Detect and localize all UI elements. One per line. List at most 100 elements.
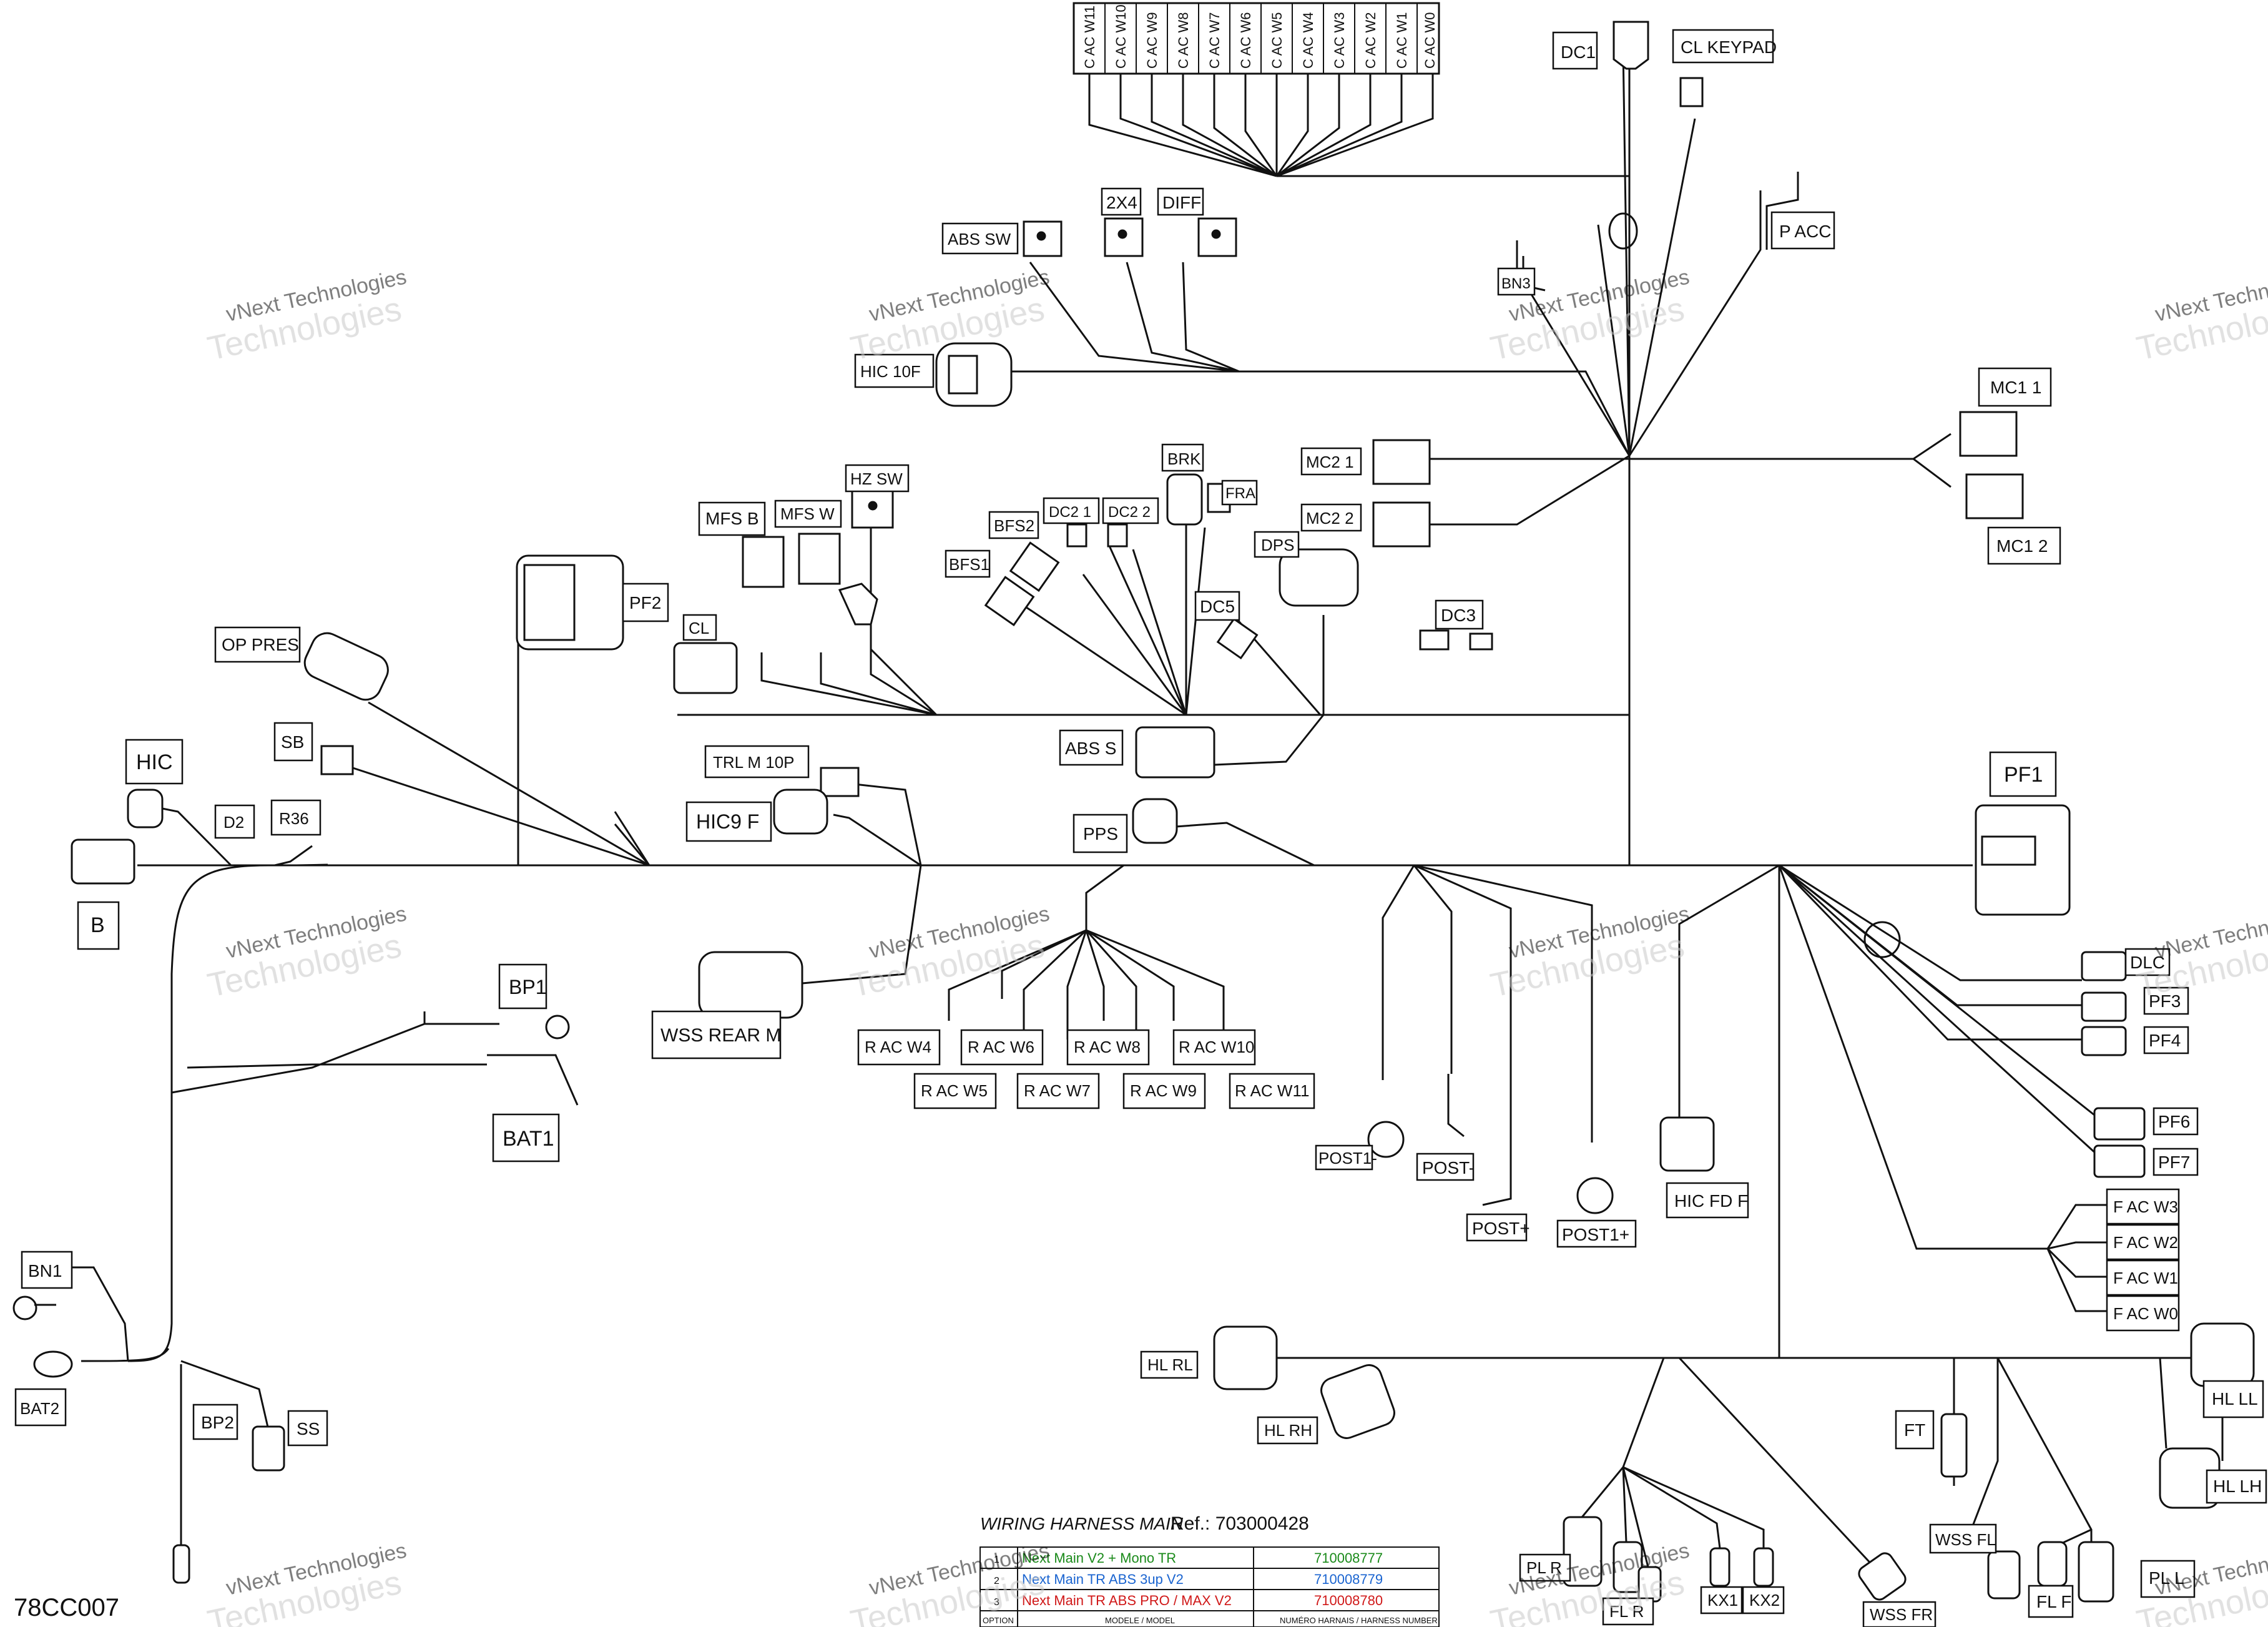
abs-sw-dot-icon xyxy=(1036,231,1046,241)
op-pres-connector-icon xyxy=(303,632,389,701)
mfs-w-connector-icon xyxy=(798,533,841,585)
bp2-terminal-icon xyxy=(172,1544,190,1584)
footer-number: NUMÉRO HARNAIS / HARNESS NUMBER xyxy=(1280,1616,1438,1625)
bfs2-label: BFS2 xyxy=(994,516,1034,535)
ac-labels: R AC W4 R AC W5 R AC W6 R AC W7 R AC W8 … xyxy=(865,1038,2178,1323)
component-labels: DC1 CL KEYPAD P ACC BN3 ABS SW 2X4 DIFF … xyxy=(20,37,2262,1624)
footer-model: MODELE / MODEL xyxy=(1105,1616,1175,1625)
pl-l-label: PL L xyxy=(2149,1568,2184,1588)
c-ac-w5-label: C AC W5 xyxy=(1269,12,1285,69)
hic-10f-pins-icon xyxy=(948,355,978,395)
ac-label-boxes xyxy=(857,1029,2180,1332)
dc2-2-label: DC2 2 xyxy=(1108,504,1151,521)
r-ac-w8-label: R AC W8 xyxy=(1074,1038,1141,1056)
mfs-w-label: MFS W xyxy=(780,504,835,523)
c-ac-labels: C AC W11 C AC W10 C AC W9 C AC W8 C AC W… xyxy=(1082,3,1438,74)
cl-keypad-label: CL KEYPAD xyxy=(1681,37,1777,57)
hic-connector-icon xyxy=(127,789,164,828)
bat2-label: BAT2 xyxy=(20,1399,59,1418)
sb-label: SB xyxy=(281,732,304,752)
dc3-connector-icon xyxy=(1419,629,1450,651)
pf2-label: PF2 xyxy=(629,593,661,612)
dc1-label: DC1 xyxy=(1561,42,1596,62)
hl-ll-connector-icon xyxy=(2190,1322,2255,1387)
p-acc-label: P ACC xyxy=(1779,222,1832,241)
dc3-mate-connector-icon xyxy=(1469,632,1493,651)
bat2-terminal-icon xyxy=(33,1350,73,1378)
pf3-connector-icon xyxy=(2081,991,2127,1022)
model-2: Next Main TR ABS 3up V2 xyxy=(1022,1571,1184,1587)
hl-rl-connector-icon xyxy=(1213,1325,1278,1390)
r-ac-w10-label: R AC W10 xyxy=(1179,1038,1254,1056)
hic10f-wires xyxy=(1011,262,1631,456)
r-ac-w6-label: R AC W6 xyxy=(968,1038,1034,1056)
left-cluster-wires xyxy=(343,624,650,867)
post-wires xyxy=(1382,864,1593,1167)
cl-keypad-connector-icon xyxy=(1679,77,1704,107)
model-1: Next Main V2 + Mono TR xyxy=(1022,1550,1176,1566)
bat1-label: BAT1 xyxy=(503,1127,554,1151)
r36-label: R36 xyxy=(279,809,309,828)
mc1-1-connector-icon xyxy=(1959,411,2018,457)
wss-fr-connector-icon xyxy=(1858,1552,1907,1601)
abs-s-connector-icon xyxy=(1135,726,1215,779)
fl-f-connector-icon xyxy=(2037,1541,2068,1587)
pf6-label: PF6 xyxy=(2158,1112,2190,1131)
pf4-connector-icon xyxy=(2081,1026,2127,1056)
r-ac-w4-label: R AC W4 xyxy=(865,1038,931,1056)
dc5-connector-icon xyxy=(1216,617,1259,660)
left-sheath-wires xyxy=(56,864,270,1545)
c-ac-w0-label: C AC W0 xyxy=(1422,12,1438,69)
pf2-pins-icon xyxy=(523,564,576,641)
kx2-label: KX2 xyxy=(1749,1591,1780,1610)
r-ac-fan-wires xyxy=(948,864,1225,1040)
wss-rear-wire xyxy=(802,865,922,985)
drawing-code: 78CC007 xyxy=(14,1594,119,1621)
hl-rh-connector-icon xyxy=(1320,1364,1395,1439)
hl-ll-label: HL LL xyxy=(2212,1389,2258,1408)
wss-fr-label: WSS FR xyxy=(1870,1605,1933,1624)
trl-hic9-wires xyxy=(833,782,922,867)
wss-rear-m-label: WSS REAR M xyxy=(660,1025,781,1046)
number-1: 710008777 xyxy=(1314,1550,1383,1566)
hz-sw-dot-icon xyxy=(868,501,878,511)
mc2-2-label: MC2 2 xyxy=(1306,509,1354,528)
top-right-wires xyxy=(1522,49,1762,456)
hic9-f-connector-icon xyxy=(773,789,828,835)
harness-ref: Ref.: 703000428 xyxy=(1171,1513,1309,1534)
diff-connector-icon xyxy=(1197,217,1237,257)
mc-wires xyxy=(1430,433,1951,526)
post1-plus-ring-icon xyxy=(1576,1177,1614,1214)
ft-label: FT xyxy=(1904,1420,1925,1440)
dc2-2-connector-icon xyxy=(1107,523,1128,548)
mc1-2-connector-icon xyxy=(1965,473,2024,519)
f-ac-w0-label: F AC W0 xyxy=(2113,1304,2178,1323)
bp1-bat1-wires xyxy=(171,1023,499,1094)
ft-connector-icon xyxy=(1940,1413,1968,1478)
kx1-connector-icon xyxy=(1709,1547,1730,1587)
p-acc-terminal-icon xyxy=(1765,172,1799,250)
kx2-connector-icon xyxy=(1753,1547,1774,1587)
hic-fd-f-label: HIC FD F xyxy=(1674,1191,1748,1211)
pl-r-label: PL R xyxy=(1526,1558,1562,1577)
pf4-label: PF4 xyxy=(2149,1031,2181,1050)
f-ac-fan-wires xyxy=(2046,1204,2110,1312)
diff-label: DIFF xyxy=(1162,193,1201,212)
lower-branch-wires xyxy=(1239,865,2224,1587)
mc1-1-label: MC1 1 xyxy=(1990,378,2041,397)
f-ac-w2-label: F AC W2 xyxy=(2113,1233,2178,1252)
brk-connector-icon xyxy=(1166,473,1203,526)
bfs1-label: BFS1 xyxy=(949,555,989,574)
hz-sw-label: HZ SW xyxy=(850,469,903,488)
wss-fl-label: WSS FL xyxy=(1935,1530,1996,1549)
post-plus-label: POST+ xyxy=(1472,1219,1530,1238)
r-ac-w9-label: R AC W9 xyxy=(1130,1081,1197,1100)
abs-sw-label: ABS SW xyxy=(948,230,1011,248)
mc1-2-label: MC1 2 xyxy=(1996,536,2048,556)
number-3: 710008780 xyxy=(1314,1593,1383,1608)
post-plus-terminal-icon xyxy=(1482,1167,1512,1206)
cl-connector-icon xyxy=(673,642,738,694)
dps-connector-icon xyxy=(1279,548,1359,607)
